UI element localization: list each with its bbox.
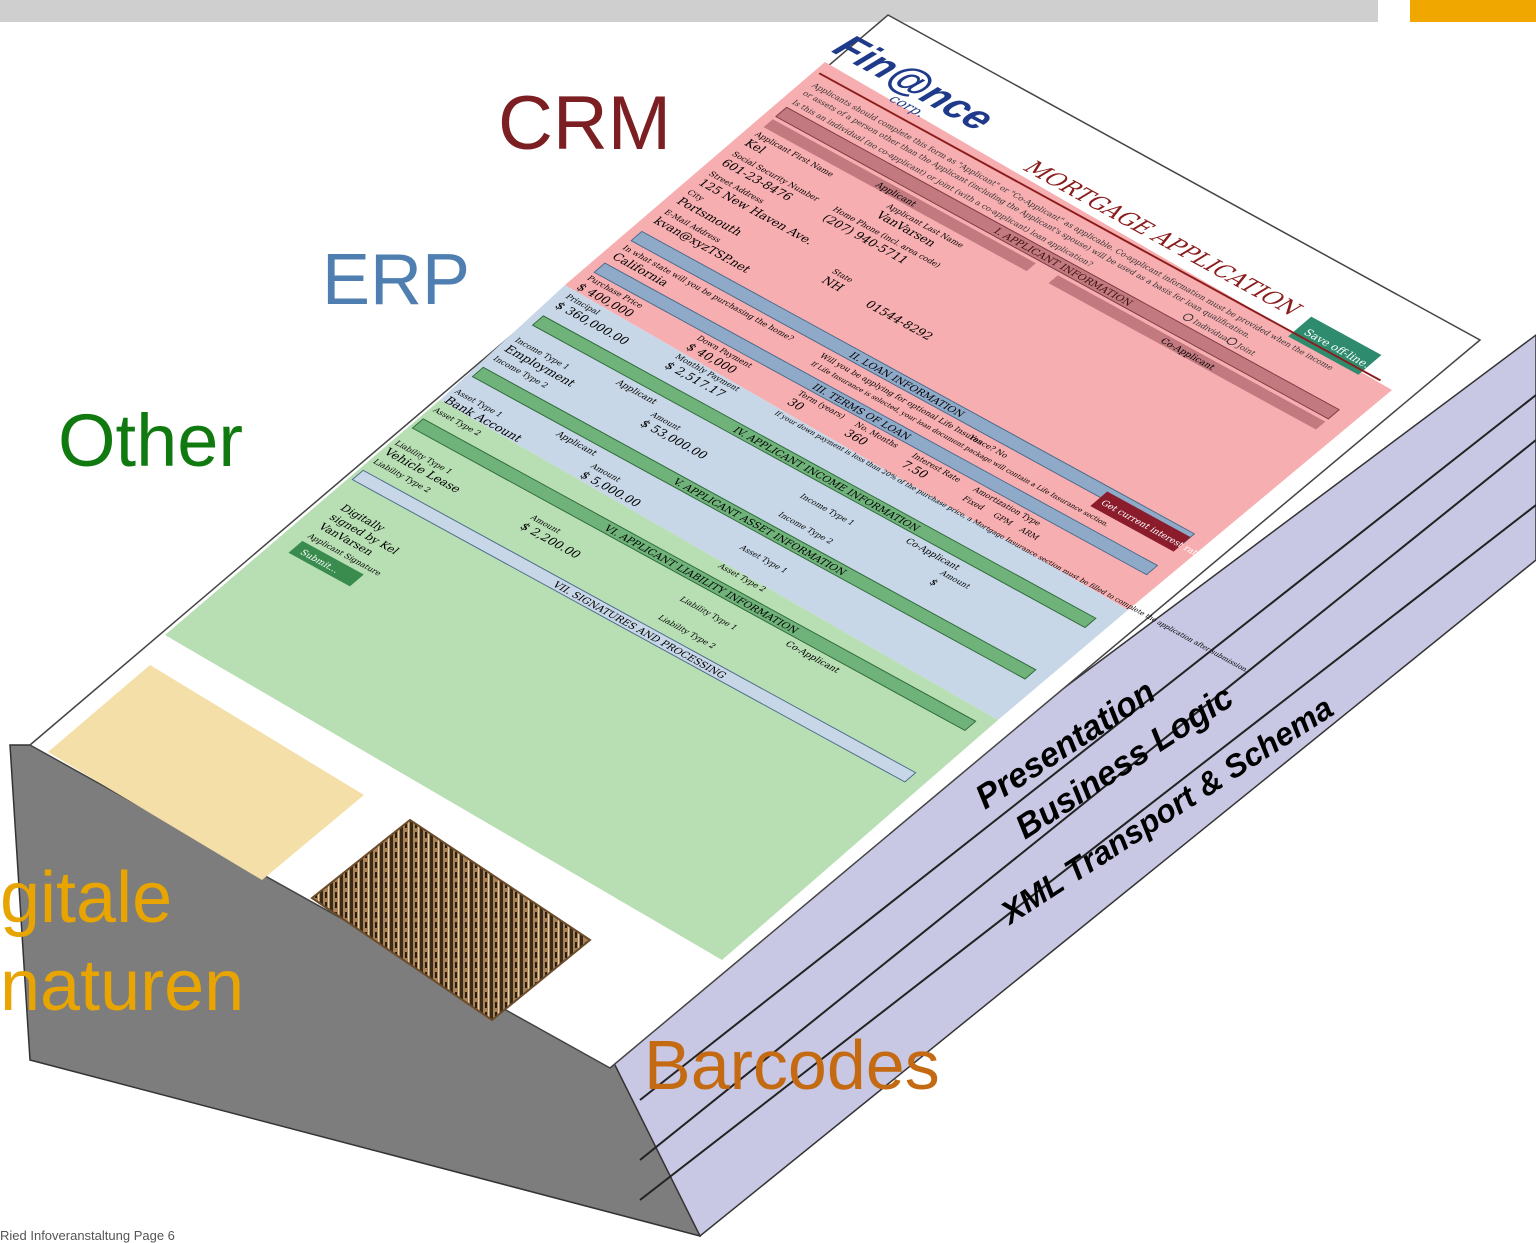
save-offline-button[interactable] [1288,316,1382,375]
get-rate-button[interactable] [1090,491,1191,552]
submit-button[interactable] [288,540,364,587]
other-zone [165,400,998,960]
digital-signatures-label-line2: naturen [0,946,245,1026]
page-footer: Ried Infoveranstaltung Page 6 [0,1228,175,1243]
barcode-image [310,818,592,1022]
joint-radio[interactable] [1225,337,1238,346]
term-select[interactable]: 30 [784,396,808,413]
signature-zone [48,665,364,880]
individual-radio[interactable] [1182,313,1195,322]
crm-label: CRM [498,81,672,166]
erp-label: ERP [322,240,471,320]
crm-zone [565,62,1392,610]
top-banner-bar [0,0,1378,22]
digital-signatures-label-line1: gitale [0,858,173,938]
stack-side-face [599,334,1536,1238]
life-insurance-no[interactable]: No [993,448,1010,460]
barcodes-label: Barcodes [644,1026,940,1104]
erp-zone [440,285,1128,720]
other-label: Other [58,399,244,482]
top-accent-block [1410,0,1536,22]
co-income-amount-field[interactable]: $ [926,578,940,588]
